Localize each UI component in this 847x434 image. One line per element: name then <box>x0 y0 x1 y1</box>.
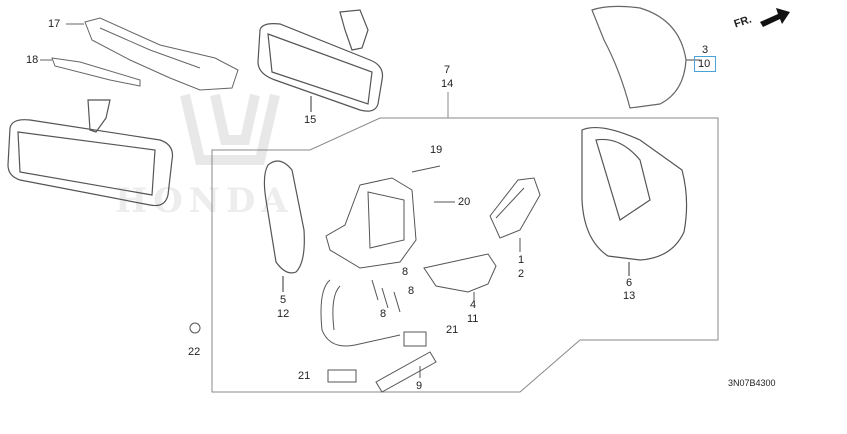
callout-8a: 8 <box>402 266 409 278</box>
actuator-assembly <box>320 177 417 347</box>
part-18-bracket <box>40 57 141 87</box>
callout-9: 9 <box>416 380 423 392</box>
assembly-outline <box>211 92 719 393</box>
part-5-glass <box>263 160 305 292</box>
part-6-housing <box>581 127 688 276</box>
diagram-code: 3N07B4300 <box>728 378 776 388</box>
part-9-grommet <box>375 351 437 393</box>
callout-18: 18 <box>26 54 39 66</box>
callout-11: 11 <box>467 313 479 325</box>
callout-22: 22 <box>188 346 201 358</box>
callout-21-upper: 21 <box>446 324 459 336</box>
callout-13: 13 <box>623 290 636 302</box>
callout-8c: 8 <box>380 308 387 320</box>
callout-5: 5 <box>280 294 287 306</box>
rearview-mirror-left <box>7 99 174 207</box>
front-arrow-icon <box>760 8 790 27</box>
callout-14: 14 <box>441 78 454 90</box>
callout-20: 20 <box>458 196 471 208</box>
callout-6: 6 <box>626 277 633 289</box>
callout-19: 19 <box>430 144 443 156</box>
callout-1: 1 <box>518 254 525 266</box>
part-21-clip-upper <box>403 331 427 347</box>
callout-3: 3 <box>702 44 709 56</box>
part-3-cap <box>591 5 700 109</box>
callout-10: 10 <box>698 58 711 70</box>
callout-7: 7 <box>444 64 451 76</box>
honda-watermark <box>180 93 280 165</box>
part-4-garnish <box>423 253 497 302</box>
callout-17: 17 <box>48 18 61 30</box>
callout-8b: 8 <box>408 285 415 297</box>
callout-21-lower: 21 <box>298 370 311 382</box>
callout-12: 12 <box>277 308 290 320</box>
watermark-text: HONDA <box>115 181 294 221</box>
screws <box>371 165 455 313</box>
part-15-mirror <box>257 9 384 112</box>
part-22-plug <box>189 322 201 334</box>
callout-15: 15 <box>304 114 317 126</box>
part-21-clip-lower <box>327 369 357 383</box>
callout-10-highlight <box>694 56 716 72</box>
part-1-turn-signal <box>489 177 541 252</box>
part-17-cover <box>66 17 239 91</box>
callout-4: 4 <box>470 299 477 311</box>
callout-2: 2 <box>518 268 525 280</box>
